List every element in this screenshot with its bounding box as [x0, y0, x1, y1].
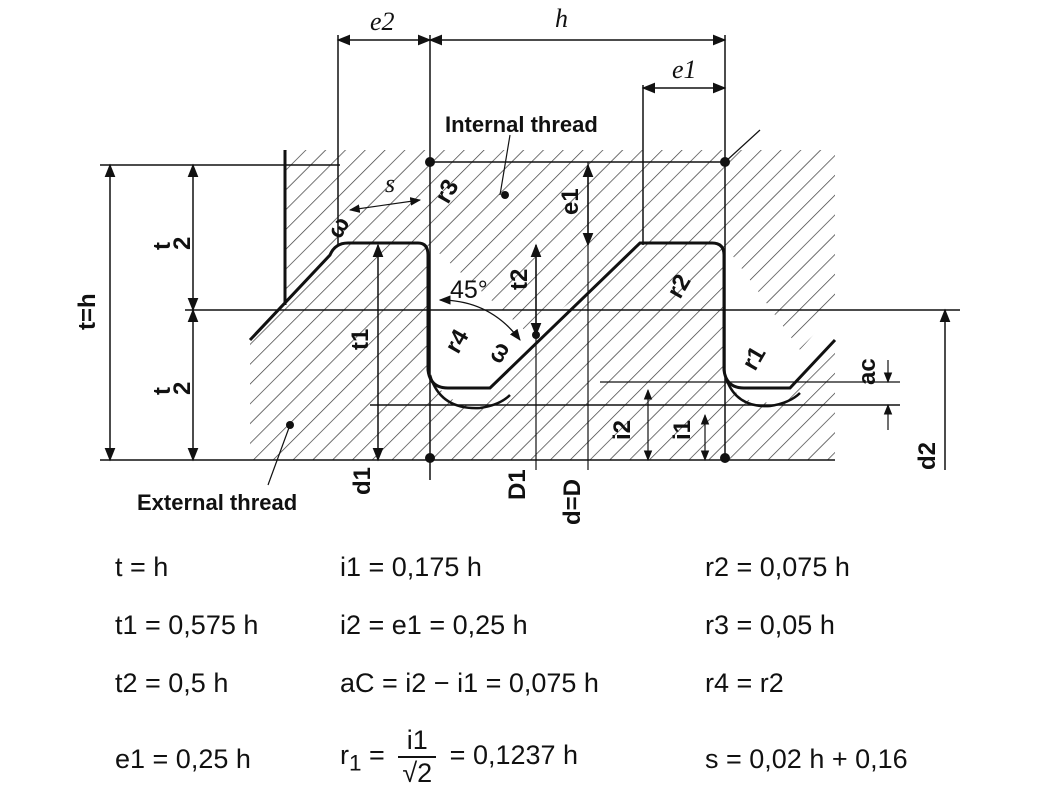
- dim-d2: d2: [914, 442, 941, 470]
- internal-thread-region: [285, 150, 835, 350]
- formula-i1: i1 = 0,175 h: [340, 552, 482, 582]
- dim-t2: t2: [506, 269, 533, 290]
- formula-e1: e1 = 0,25 h: [115, 744, 251, 774]
- external-thread-region: [250, 245, 835, 460]
- formula-s: s = 0,02 h + 0,16: [705, 744, 908, 774]
- dim-h: h: [555, 4, 568, 33]
- dim-e2: e2: [370, 7, 395, 36]
- formula-t: t = h: [115, 552, 169, 582]
- external-thread-label: External thread: [137, 490, 297, 515]
- internal-root-curve-1: [428, 374, 511, 410]
- dim-t-half-top: t: [149, 242, 176, 250]
- formula-table: t = h t1 = 0,575 h t2 = 0,5 h e1 = 0,25 …: [0, 540, 1037, 812]
- formula-r3: r3 = 0,05 h: [705, 610, 835, 640]
- formula-r1-fraction: i1 √2: [398, 725, 437, 789]
- dim-two-bottom: 2: [169, 382, 196, 395]
- dim-i2: i2: [609, 420, 636, 440]
- formula-r1-denominator: √2: [402, 758, 433, 788]
- dim-i1: i1: [669, 420, 696, 440]
- angle-45: 45°: [450, 276, 488, 304]
- dim-t-eq-h: t=h: [74, 293, 101, 330]
- formula-t1: t1 = 0,575 h: [115, 610, 259, 640]
- dim-r4: r4: [440, 324, 475, 358]
- formula-r4: r4 = r2: [705, 668, 784, 698]
- formula-r1-numerator: i1: [398, 725, 437, 758]
- dim-e1-side: e1: [557, 188, 584, 215]
- internal-root-curve-2: [724, 377, 801, 408]
- thread-profile-diagram: Internal thread External thread e2 h e1 …: [74, 4, 960, 525]
- dim-r1: r1: [737, 342, 772, 375]
- formula-r1: r1 = i1 √2 = 0,1237 h: [340, 725, 579, 789]
- dim-d-eq-D: d=D: [559, 479, 586, 525]
- dim-t-half-bottom: t: [149, 387, 176, 395]
- internal-thread-label: Internal thread: [445, 112, 598, 137]
- dim-ac: ac: [854, 358, 881, 385]
- dim-d1: d1: [349, 467, 376, 495]
- dim-s: s: [385, 169, 395, 198]
- dim-t1: t1: [347, 329, 374, 350]
- formula-i2: i2 = e1 = 0,25 h: [340, 610, 528, 640]
- formula-r1-rhs: = 0,1237 h: [449, 740, 579, 771]
- dim-D1: D1: [504, 469, 531, 500]
- dim-two-top: 2: [169, 237, 196, 250]
- formula-ac: aC = i2 − i1 = 0,075 h: [340, 668, 599, 698]
- formula-t2: t2 = 0,5 h: [115, 668, 229, 698]
- dim-omega-bottom: ω: [482, 337, 516, 368]
- dim-e1-top: e1: [672, 55, 697, 84]
- formula-r2: r2 = 0,075 h: [705, 552, 850, 582]
